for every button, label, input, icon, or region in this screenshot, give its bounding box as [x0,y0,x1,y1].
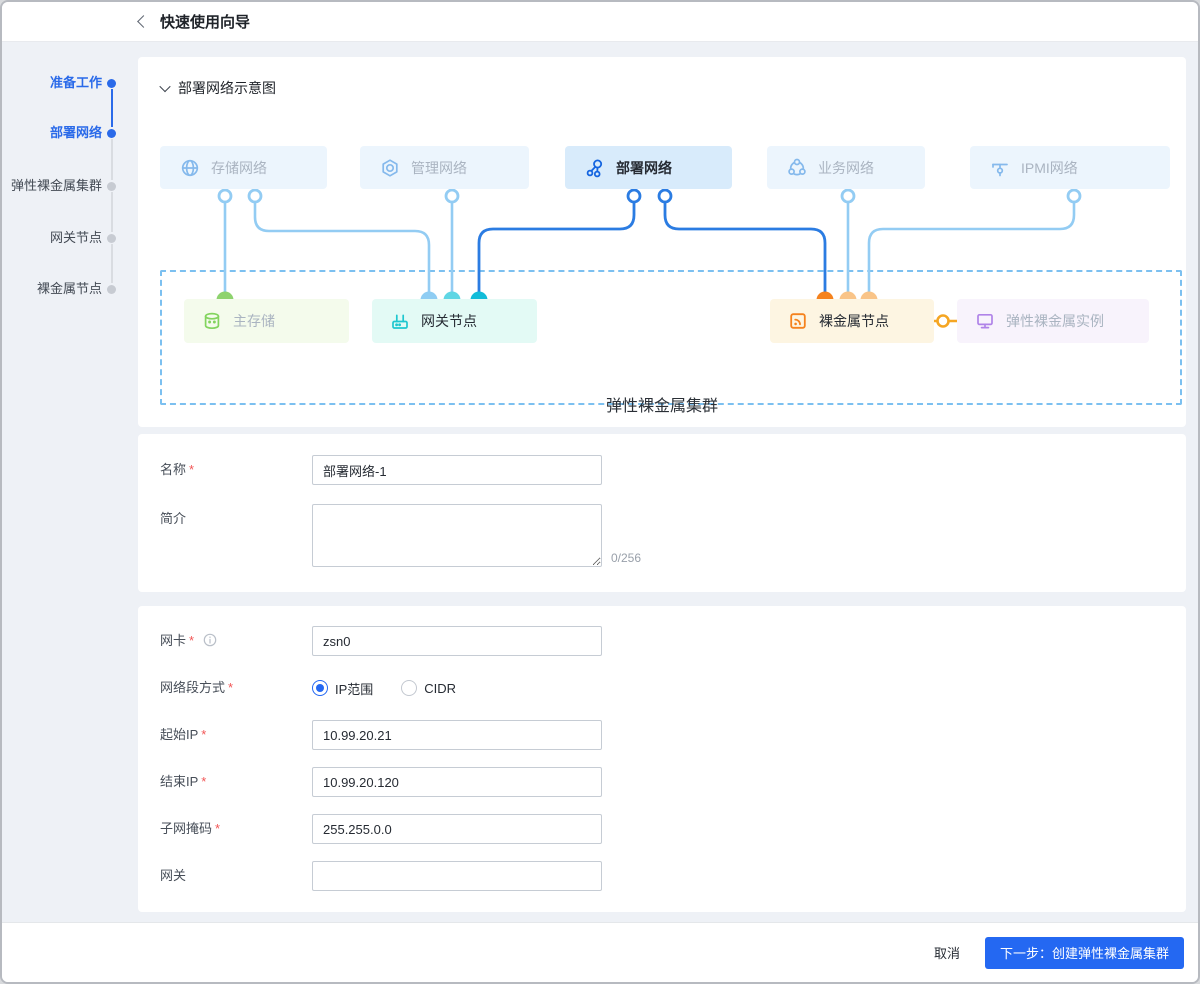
molecule-icon [788,158,806,175]
topbar: 快速使用向导 [2,2,1198,42]
globe-icon [181,159,199,176]
diagram-section-title: 部署网络示意图 [178,80,276,96]
start-ip-label: 起始IP* [160,727,207,742]
network-box-ipmi: IPMI网络 [970,146,1170,189]
network-box-label: 部署网络 [616,159,672,176]
step-dot [107,181,116,191]
segment-mode-label: 网络段方式* [160,680,234,695]
required-marker: * [215,821,221,836]
gateway-label: 网关 [160,868,187,883]
step-connector [110,89,113,127]
cluster-frame [160,270,1182,405]
network-diagram: 存储网络 管理网络 部署网络 [138,107,1186,432]
network-box-storage: 存储网络 [160,146,327,189]
node-box-label: 网关节点 [421,313,477,329]
radio-label: IP范围 [335,681,374,697]
subnet-mask-input[interactable] [312,814,602,844]
nic-label: 网卡* [160,626,312,656]
footer-bar: 取消 下一步：创建弹性裸金属集群 [2,922,1198,982]
radio-ip-range[interactable]: IP范围 [312,679,373,698]
step-item-network[interactable]: 部署网络 [49,125,102,140]
step-dot [107,128,116,138]
step-connector [110,139,113,180]
network-box-label: 管理网络 [411,159,467,176]
start-ip-input[interactable] [312,720,602,750]
end-ip-input[interactable] [312,767,602,797]
network-box-label: 业务网络 [818,159,874,176]
step-item-baremetal[interactable]: 裸金属节点 [36,281,102,296]
back-icon[interactable] [137,15,150,28]
name-input[interactable] [312,455,602,485]
step-connector [110,192,113,232]
terminal-icon [992,163,1008,176]
required-marker: * [228,680,234,695]
next-step-button[interactable]: 下一步：创建弹性裸金属集群 [984,936,1184,969]
required-marker: * [189,462,195,477]
network-box-business: 业务网络 [767,146,925,189]
segment-mode-radio-group: IP范围 CIDR [312,673,456,703]
node-box-gateway: 网关节点 [372,299,537,343]
network-box-management: 管理网络 [360,146,529,189]
step-item-prepare[interactable]: 准备工作 [49,75,102,90]
diagram-panel: 部署网络示意图 [138,57,1186,427]
nic-input[interactable] [312,626,602,656]
basic-form-panel: 名称* 简介 0/256 [138,434,1186,592]
name-label: 名称* [160,462,195,477]
step-dot [107,284,116,294]
database-icon [204,312,220,330]
radio-label: CIDR [424,680,457,696]
node-box-label: 弹性裸金属实例 [1006,313,1104,329]
node-box-label: 主存储 [233,313,275,329]
subnet-mask-label: 子网掩码* [160,821,221,836]
network-form-panel: 网卡* 网络段方式* IP范围 [138,606,1186,912]
required-marker: * [201,774,207,789]
cancel-button[interactable]: 取消 [934,943,960,962]
description-label: 简介 [160,511,187,526]
node-box-storage: 主存储 [184,299,349,343]
step-connector [110,244,113,283]
router-icon [392,314,408,329]
info-icon[interactable] [203,633,217,647]
node-box-label: 裸金属节点 [819,313,889,329]
step-item-cluster[interactable]: 弹性裸金属集群 [10,178,102,193]
radio-cidr[interactable]: CIDR [401,680,456,696]
nut-icon [382,158,398,177]
char-counter: 0/256 [611,551,642,565]
end-ip-label: 结束IP* [160,774,207,789]
step-dot [107,233,116,243]
radio-unselected-icon [401,680,418,696]
required-marker: * [189,633,195,648]
network-box-deployment: 部署网络 [565,146,732,189]
diagram-section-toggle[interactable]: 部署网络示意图 [138,57,1186,98]
chevron-down-icon [159,80,171,93]
node-box-baremetal: 裸金属节点 [770,299,934,343]
step-dot [107,78,116,88]
required-marker: * [201,727,207,742]
gateway-input[interactable] [312,861,602,891]
radio-selected-icon [312,680,328,696]
step-item-gateway[interactable]: 网关节点 [49,230,102,245]
network-box-label: IPMI网络 [1021,159,1078,176]
description-textarea[interactable] [312,504,602,567]
page-title: 快速使用向导 [160,14,251,31]
cluster-label: 弹性裸金属集群 [605,398,718,415]
hub-icon [586,159,603,177]
cast-icon [790,313,806,329]
node-box-instance: 弹性裸金属实例 [957,299,1149,343]
network-box-label: 存储网络 [211,159,267,176]
monitor-icon [977,313,993,329]
